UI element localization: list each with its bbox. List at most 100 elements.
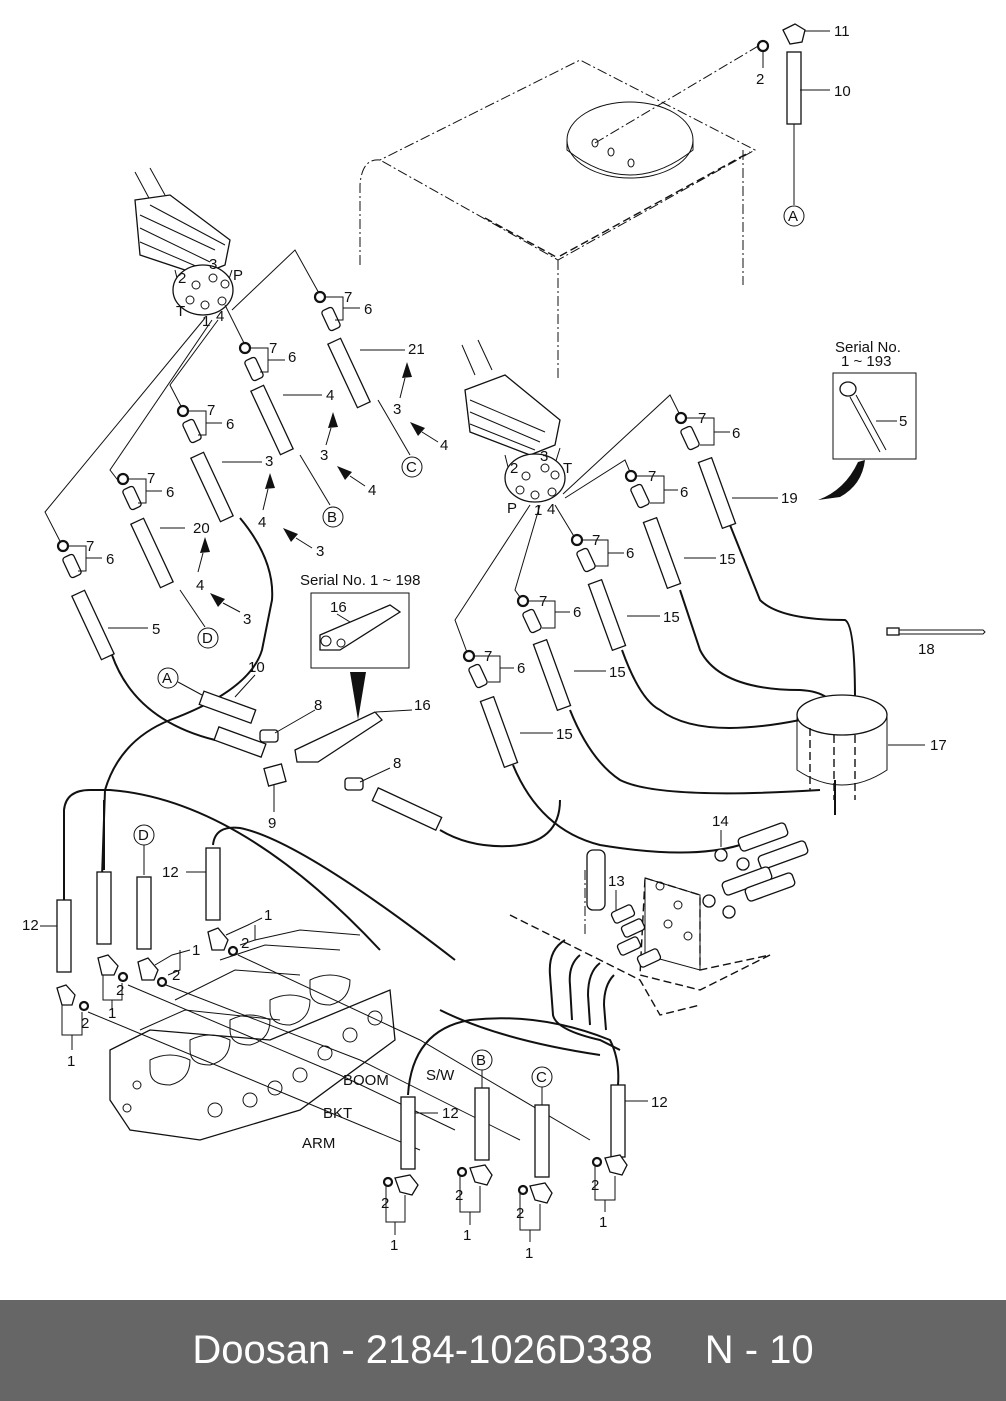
connector-c-label: C: [406, 459, 417, 476]
callout-8: 8: [393, 755, 401, 772]
right-port-T: T: [563, 460, 572, 477]
callout-20: 20: [193, 520, 210, 537]
inset-right-title-1: Serial No.: [835, 339, 901, 356]
part-11-elbow: [782, 23, 806, 45]
right-fitting-group-1: 7 6 19: [674, 410, 798, 530]
callout-6: 6: [226, 416, 234, 433]
connector-c-lower: C: [536, 1069, 547, 1086]
connector-b-label: B: [327, 509, 337, 526]
valve-hoses-bottom: 12 2 1 B 2 1 C 2 1 12 2 1: [381, 1049, 668, 1262]
connector-b-lower: B: [476, 1052, 486, 1069]
right-port-4: 4: [547, 501, 555, 518]
callout-6: 6: [732, 425, 740, 442]
connector-a-center: A: [162, 670, 172, 687]
callout-6: 6: [288, 349, 296, 366]
callout-7: 7: [698, 410, 706, 427]
callout-2: 2: [455, 1187, 463, 1204]
callout-19: 19: [781, 490, 798, 507]
footer-separator: -: [341, 1328, 355, 1372]
control-valve: [109, 929, 396, 1141]
callout-2: 2: [241, 935, 249, 952]
callout-1: 1: [463, 1227, 471, 1244]
callout-4: 4: [368, 482, 376, 499]
callout-1: 1: [390, 1237, 398, 1254]
right-port-2: 2: [510, 460, 518, 477]
callout-6: 6: [680, 484, 688, 501]
callout-18: 18: [918, 641, 935, 658]
callout-6: 6: [166, 484, 174, 501]
callout-4: 4: [196, 577, 204, 594]
callout-7: 7: [484, 648, 492, 665]
callout-1: 1: [67, 1053, 75, 1070]
tee-block-assembly: A 10 8 16 9 8: [157, 659, 561, 848]
callout-11: 11: [834, 23, 850, 40]
callout-12: 12: [442, 1105, 459, 1122]
callout-2: 2: [591, 1177, 599, 1194]
callout-6: 6: [517, 660, 525, 677]
callout-1: 1: [192, 942, 200, 959]
callout-7: 7: [344, 289, 352, 306]
bulkhead-bracket: [509, 849, 771, 1016]
hydraulic-tank: [359, 44, 761, 380]
callout-4: 4: [258, 514, 266, 531]
callout-12: 12: [162, 864, 179, 881]
callout-7: 7: [539, 593, 547, 610]
footer-part-number: 2184-1026D338: [365, 1328, 653, 1372]
part-18-cable-tie: 18: [886, 627, 986, 658]
callout-1: 1: [108, 1005, 116, 1022]
callout-15: 15: [663, 609, 680, 626]
connector-a-top: [783, 205, 805, 227]
callout-21: 21: [408, 341, 425, 358]
connector-a-label: A: [788, 208, 798, 225]
callout-2: 2: [81, 1015, 89, 1032]
callout-1: 1: [599, 1214, 607, 1231]
inset-serial-193: Serial No. 1 ~ 193 5: [818, 339, 917, 500]
right-fitting-group-3: 7 6 15: [570, 532, 680, 652]
left-port-1: 1: [202, 313, 210, 330]
inset-right-title-2: 1 ~ 193: [841, 353, 891, 370]
callout-15: 15: [556, 726, 573, 743]
left-joystick: [134, 167, 234, 316]
left-port-4: 4: [216, 308, 224, 325]
callout-16: 16: [414, 697, 431, 714]
callout-12: 12: [651, 1094, 668, 1111]
callout-5: 5: [152, 621, 160, 638]
part-2-oring: [756, 39, 770, 53]
label-bkt: BKT: [323, 1105, 352, 1122]
inset-serial-198: Serial No. 1 ~ 198 16: [300, 572, 421, 720]
callout-1: 1: [525, 1245, 533, 1262]
connector-d-lower: D: [138, 827, 149, 844]
valve-hoses-left: 12 2 1 2 1 D 1 2 12 1 2: [22, 789, 456, 1070]
label-arm: ARM: [302, 1135, 335, 1152]
label-sw: S/W: [426, 1067, 455, 1084]
right-fitting-group-4: 7 6 15: [516, 593, 626, 712]
callout-6: 6: [573, 604, 581, 621]
callout-6: 6: [364, 301, 372, 318]
callout-4: 4: [440, 437, 448, 454]
callout-9: 9: [268, 815, 276, 832]
callout-3: 3: [243, 611, 251, 628]
callout-2: 2: [116, 982, 124, 999]
inset-right-part: 5: [899, 413, 907, 430]
right-joystick: [461, 339, 566, 503]
right-fitting-group-2: 7 6 15: [624, 468, 736, 590]
part-14-seal: [714, 848, 728, 862]
callout-15: 15: [609, 664, 626, 681]
callout-14: 14: [712, 813, 729, 830]
left-fitting-group-2: 7 6 4: [238, 340, 334, 456]
parts-diagram: 11 10 2 A 3 P 2 T 1 4 7 6 21 7 6: [22, 23, 986, 1262]
footer-bar: Doosan - 2184-1026D338 N - 10: [0, 1300, 1006, 1401]
inset-center-part: 16: [330, 599, 347, 616]
left-port-3: 3: [209, 256, 217, 273]
callout-7: 7: [147, 470, 155, 487]
part-10-hose: [786, 51, 802, 125]
callout-12: 12: [22, 917, 39, 934]
callout-6: 6: [626, 545, 634, 562]
callout-3: 3: [320, 447, 328, 464]
callout-3: 3: [316, 543, 324, 560]
left-port-2: 2: [178, 270, 186, 287]
callout-2: 2: [516, 1205, 524, 1222]
left-fitting-group-1: 7 6 21: [313, 289, 425, 409]
callout-7: 7: [86, 538, 94, 555]
right-port-P: P: [507, 500, 517, 517]
